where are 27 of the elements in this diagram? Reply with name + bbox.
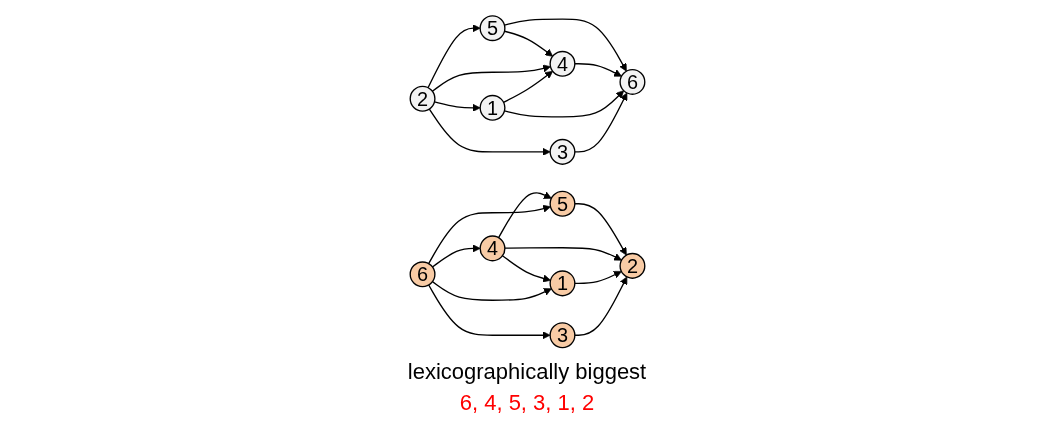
- node-circle: 1: [548, 270, 575, 297]
- arrow: [431, 244, 481, 268]
- node-circle: 3: [548, 322, 575, 349]
- arrow: [433, 101, 481, 112]
- node-circle: 6: [409, 261, 436, 288]
- arrow: [502, 70, 553, 103]
- node-circle: 2: [409, 85, 436, 112]
- node-circle: 5: [548, 190, 575, 217]
- node-circle: 2: [618, 252, 645, 279]
- node-circle: 5: [479, 15, 506, 42]
- arrow: [503, 90, 624, 118]
- node-circle: 1: [479, 94, 506, 121]
- node-circle: 4: [548, 50, 575, 77]
- arrow: [503, 30, 553, 57]
- arrow: [497, 191, 552, 239]
- node-circle: 6: [618, 68, 645, 95]
- node-circle: 3: [548, 138, 575, 165]
- arrow: [503, 18, 627, 72]
- arrow: [431, 64, 551, 92]
- arrow: [431, 281, 552, 301]
- arrow: [501, 255, 551, 283]
- caption-text: lexicographically biggest: [407, 358, 647, 387]
- arrow: [426, 24, 481, 89]
- arrow: [427, 284, 550, 340]
- node-circle: 4: [479, 235, 506, 262]
- arrow: [428, 108, 550, 156]
- sequence-text: 6, 4, 5, 3, 1, 2: [458, 389, 596, 418]
